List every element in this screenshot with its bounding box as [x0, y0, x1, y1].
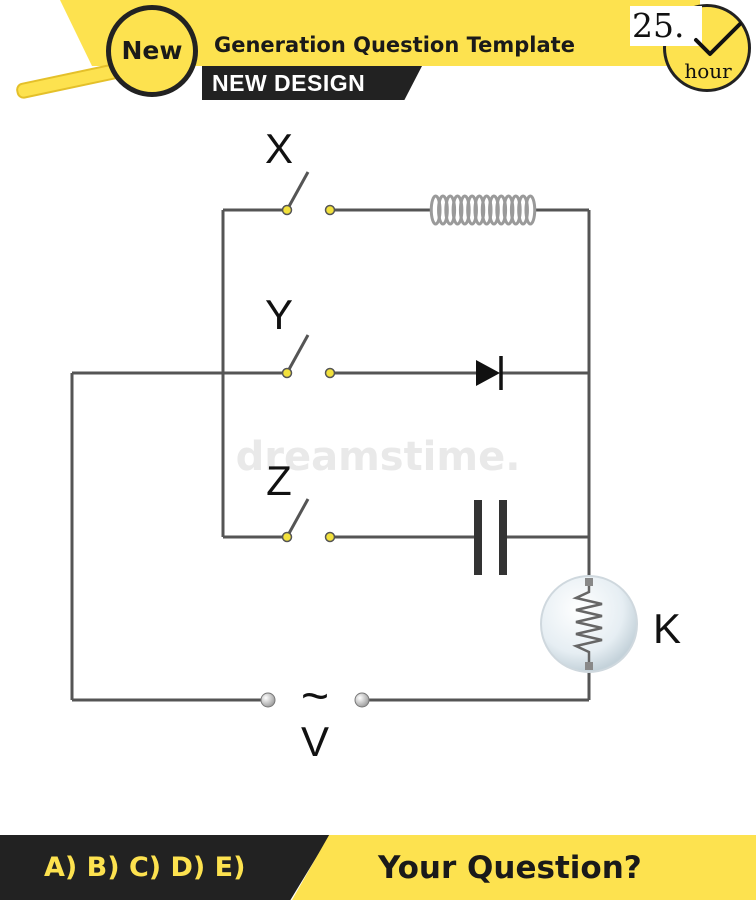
- footer-options-band: [0, 835, 330, 900]
- source-label: V: [300, 718, 329, 765]
- ac-source: [260, 692, 370, 708]
- checkmark-icon: [694, 22, 742, 56]
- answer-options: A) B) C) D) E): [44, 852, 246, 883]
- switch-z: [281, 498, 336, 543]
- switch-x-label: X: [264, 125, 293, 172]
- lamp-label: K: [652, 605, 681, 652]
- lamp-k: [540, 575, 638, 673]
- ac-symbol: ~: [300, 670, 330, 723]
- subtitle-banner: [202, 66, 422, 100]
- capacitor-icon: [474, 500, 507, 575]
- footer-question-band: [292, 835, 756, 900]
- switch-z-label: Z: [266, 457, 292, 504]
- page-subtitle: NEW DESIGN: [212, 70, 366, 96]
- diode-icon: [476, 356, 503, 390]
- switch-y: [281, 334, 336, 379]
- switch-y-label: Y: [264, 291, 293, 338]
- timer-value: 25.: [630, 6, 702, 46]
- page-title: Generation Question Template: [214, 33, 575, 57]
- inductor-coil: [429, 194, 537, 226]
- question-prompt: Your Question?: [378, 850, 642, 886]
- magnifier-icon: [106, 5, 198, 97]
- new-badge: New: [121, 36, 183, 65]
- timer-unit: hour: [684, 59, 732, 83]
- watermark: dreamstime.: [236, 434, 521, 480]
- wires: [70, 208, 591, 702]
- switch-x: [281, 171, 336, 216]
- coil-turn: [524, 194, 537, 226]
